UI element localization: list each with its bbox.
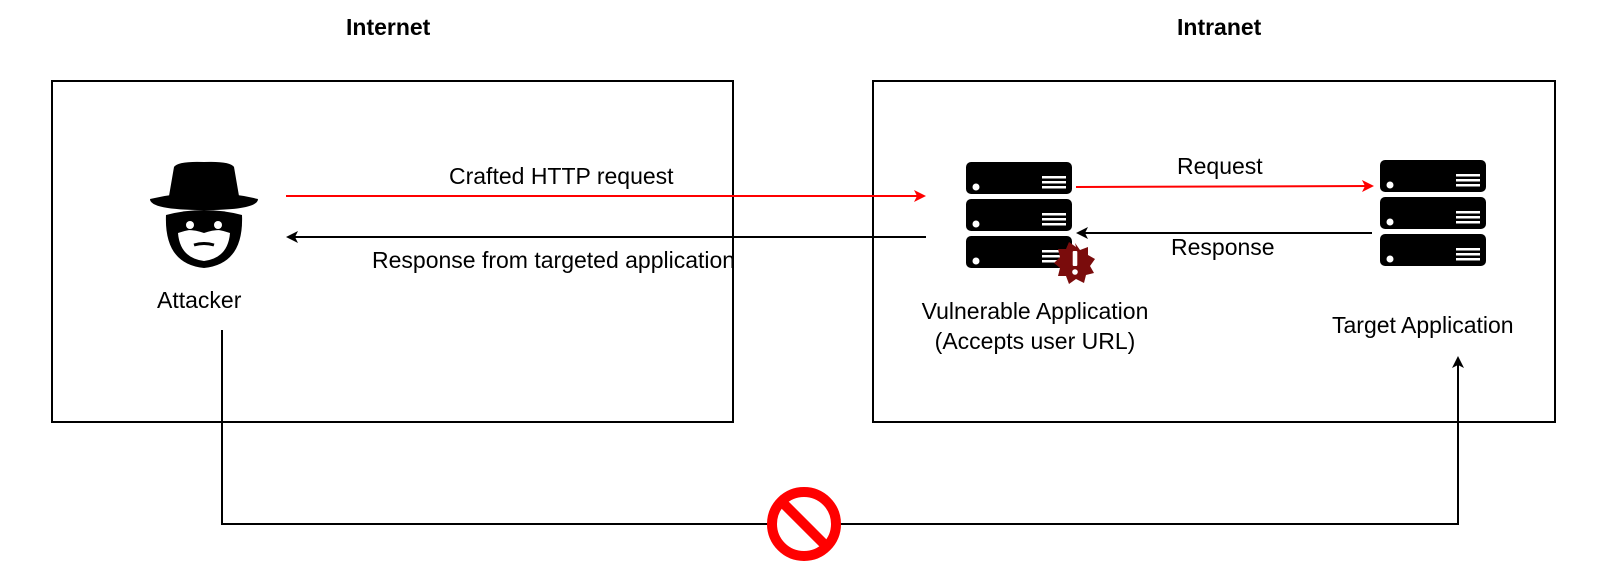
response-targeted-label: Response from targeted application bbox=[372, 247, 736, 273]
request-arrow bbox=[1075, 180, 1374, 193]
attacker-label: Attacker bbox=[157, 287, 242, 313]
crafted-request-label: Crafted HTTP request bbox=[449, 163, 674, 189]
warning-badge-icon bbox=[1054, 242, 1095, 284]
vulnerable-app-label: Vulnerable Application (Accepts user URL… bbox=[905, 297, 1165, 357]
vulnerable-app-label-line2: (Accepts user URL) bbox=[934, 327, 1136, 354]
vulnerable-app-label-line1: Vulnerable Application bbox=[921, 298, 1149, 324]
response-label: Response bbox=[1171, 234, 1275, 260]
spy-icon bbox=[150, 161, 258, 268]
target-app-label: Target Application bbox=[1332, 312, 1514, 338]
vulnerable-app-server-icon bbox=[966, 162, 1072, 268]
internet-zone-title: Internet bbox=[346, 14, 431, 40]
blocked-direct-path bbox=[221, 330, 1464, 525]
target-app-server-icon bbox=[1380, 160, 1486, 266]
intranet-zone-title: Intranet bbox=[1177, 14, 1262, 40]
internet-zone bbox=[51, 80, 734, 423]
prohibited-icon bbox=[767, 487, 841, 561]
intranet-zone bbox=[872, 80, 1556, 423]
request-label: Request bbox=[1177, 153, 1263, 179]
